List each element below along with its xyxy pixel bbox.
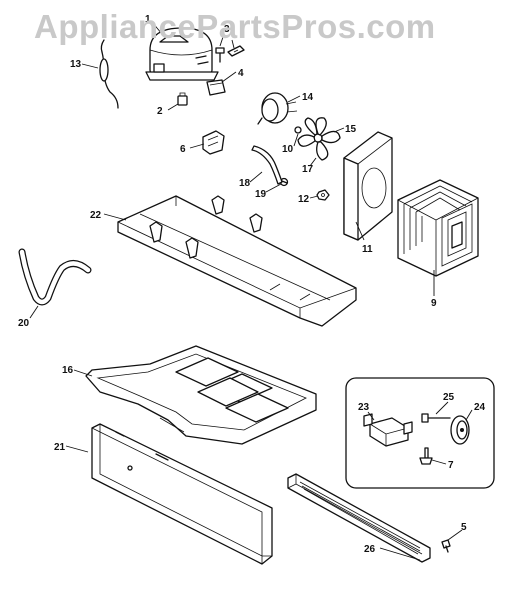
callout-16: 16 <box>62 365 74 376</box>
callout-19: 19 <box>255 189 267 200</box>
callout-4: 4 <box>238 68 244 79</box>
wheel-24 <box>450 415 470 445</box>
fan-motor-14 <box>257 92 298 125</box>
screw-5 <box>441 539 451 553</box>
callout-25: 25 <box>443 392 455 403</box>
grille-26 <box>287 473 431 563</box>
callout-17: 17 <box>302 164 314 175</box>
bracket-6 <box>202 130 225 155</box>
screw-7 <box>419 447 433 465</box>
callout-3: 3 <box>224 24 230 35</box>
screw-19 <box>279 177 289 187</box>
drain-hose-20 <box>18 248 92 306</box>
callout-13: 13 <box>70 59 82 70</box>
drier-13 <box>99 39 119 109</box>
callout-24: 24 <box>474 402 486 413</box>
callout-26: 26 <box>364 544 376 555</box>
callout-23: 23 <box>358 402 370 413</box>
callout-22: 22 <box>90 210 102 221</box>
callout-6: 6 <box>180 144 186 155</box>
leader-lines <box>29 21 473 561</box>
watermark-text: AppliancePartsPros.com <box>34 8 436 45</box>
compressor <box>145 27 219 81</box>
callout-14: 14 <box>302 92 314 103</box>
callout-2: 2 <box>157 106 163 117</box>
condenser-9 <box>397 179 479 277</box>
callout-7: 7 <box>448 460 454 471</box>
callout-15: 15 <box>345 124 357 135</box>
nut-12 <box>316 189 330 201</box>
callout-20: 20 <box>18 318 30 329</box>
grommet-2 <box>177 92 188 106</box>
callout-21: 21 <box>54 442 66 453</box>
strap-18 <box>251 145 283 185</box>
callout-12: 12 <box>298 194 310 205</box>
callout-9: 9 <box>431 298 437 309</box>
fan-blade-15 <box>297 117 341 161</box>
washer-10 <box>294 126 302 134</box>
callout-1: 1 <box>145 14 151 25</box>
base-plate-22 <box>117 195 357 327</box>
callout-10: 10 <box>282 144 294 155</box>
inset-box <box>345 377 495 489</box>
callout-labels: 1 3 4 2 13 6 14 15 10 17 18 19 12 11 9 2… <box>18 14 486 555</box>
pin-3 <box>215 47 225 63</box>
shaft-25 <box>421 413 451 423</box>
fan-shroud-11 <box>343 131 393 241</box>
bracket-23 <box>363 413 413 447</box>
callout-18: 18 <box>239 178 251 189</box>
front-panel-21 <box>91 423 273 565</box>
clip-part <box>227 45 245 57</box>
drain-pan-16 <box>85 345 317 445</box>
callout-11: 11 <box>362 244 373 255</box>
relay-4 <box>206 79 226 96</box>
callout-5: 5 <box>461 522 467 533</box>
